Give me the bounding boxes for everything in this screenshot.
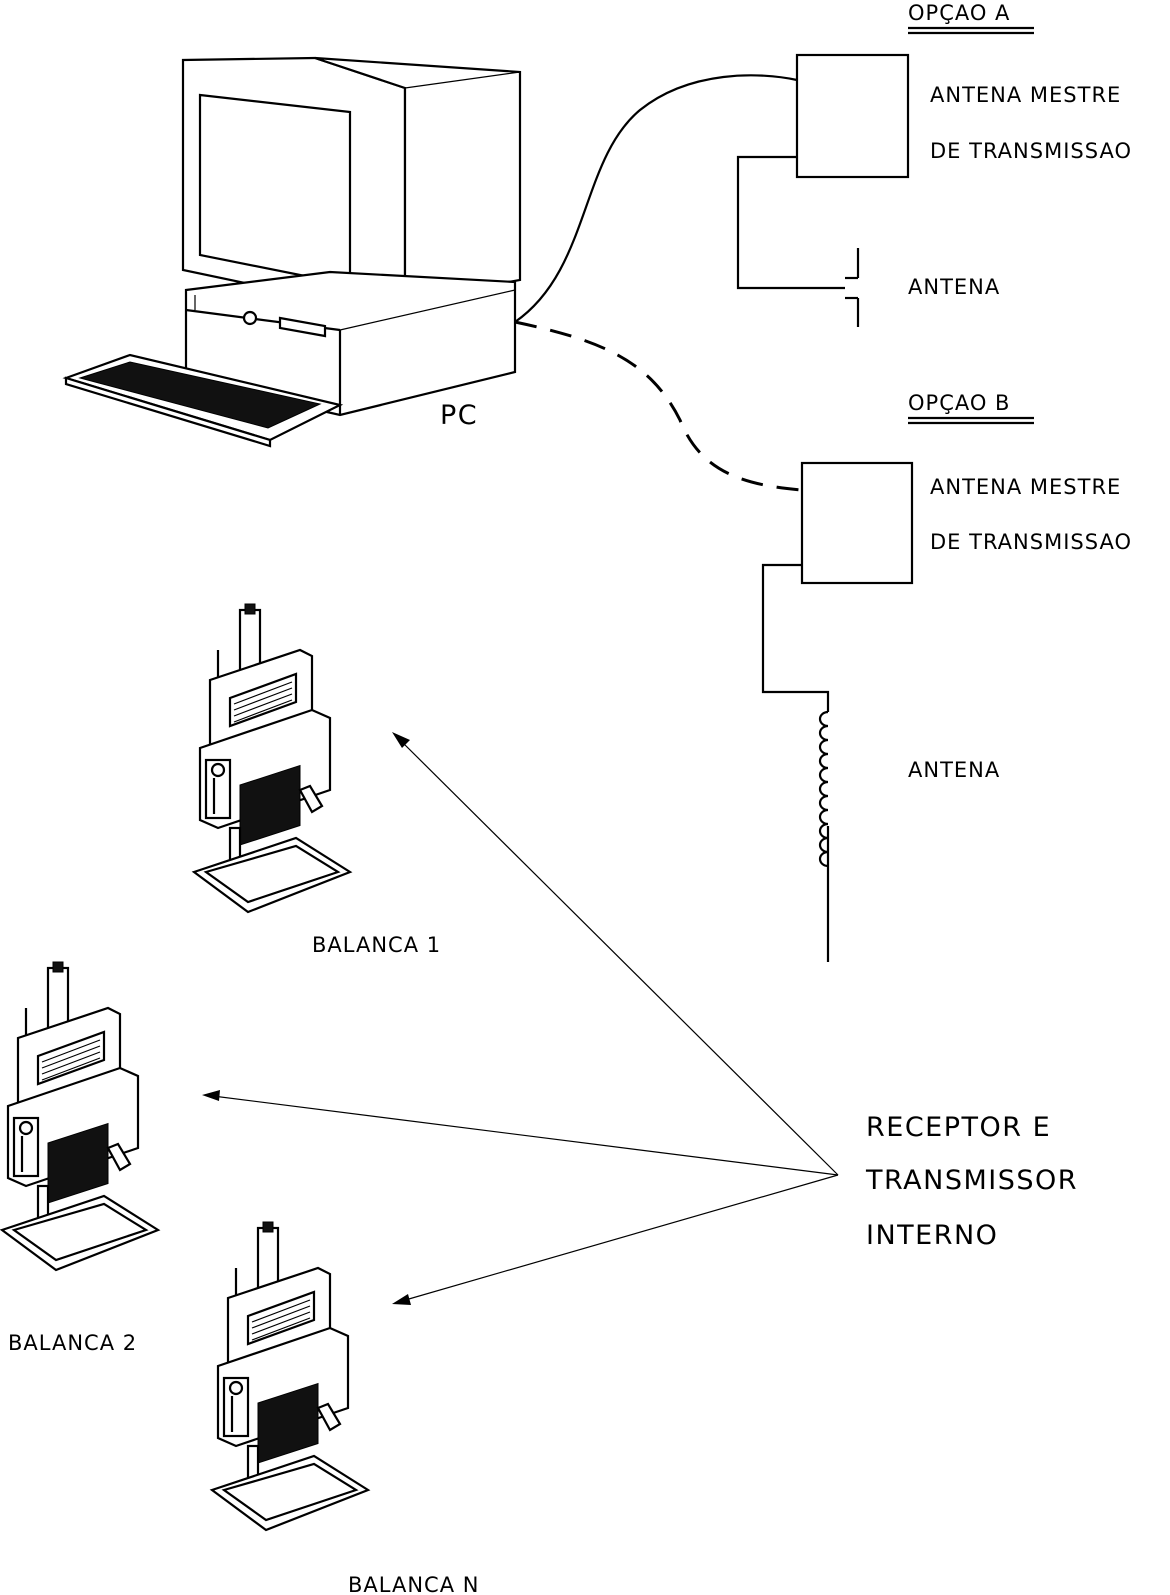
antenna-icon: [736, 155, 860, 327]
option-a-line2: DE TRANSMISSAO: [930, 139, 1132, 163]
computer-icon: [181, 56, 522, 417]
transmission-arrows: [202, 732, 839, 1305]
receptor-line3: INTERNO: [866, 1220, 998, 1251]
option-b-title: OPÇAO B: [908, 391, 1010, 415]
option-b-line2: DE TRANSMISSAO: [930, 530, 1132, 554]
master-antenna-box-b: [800, 461, 914, 585]
option-b-line1: ANTENA MESTRE: [930, 475, 1121, 499]
option-a-antenna-label: ANTENA: [908, 275, 1000, 299]
receptor-label: RECEPTOR E TRANSMISSOR INTERNO: [865, 1112, 1078, 1251]
receptor-line1: RECEPTOR E: [866, 1112, 1051, 1143]
option-a-title: OPÇAO A: [908, 1, 1010, 25]
scale-icon: [210, 1220, 370, 1532]
coil-antenna-icon: [761, 563, 830, 962]
scale-icon: [192, 602, 352, 914]
balanca-2-label: BALANCA 2: [8, 1331, 137, 1355]
receptor-line2: TRANSMISSOR: [865, 1165, 1078, 1196]
balanca-n-label: BALANCA N: [348, 1573, 479, 1595]
scale-icon: [0, 960, 160, 1272]
option-a-line1: ANTENA MESTRE: [930, 83, 1121, 107]
master-antenna-box-a: [795, 53, 910, 179]
pc-label: PC: [440, 400, 478, 431]
option-a-group: OPÇAO A ANTENA MESTRE DE TRANSMISSAO ANT…: [514, 1, 1132, 327]
balanca-1-label: BALANCA 1: [312, 933, 441, 957]
keyboard-icon: [62, 353, 344, 448]
cable-option-b: [514, 320, 803, 492]
option-b-antenna-label: ANTENA: [908, 758, 1000, 782]
cable-option-a: [514, 74, 798, 323]
option-b-group: OPÇAO B ANTENA MESTRE DE TRANSMISSAO ANT…: [514, 320, 1132, 962]
